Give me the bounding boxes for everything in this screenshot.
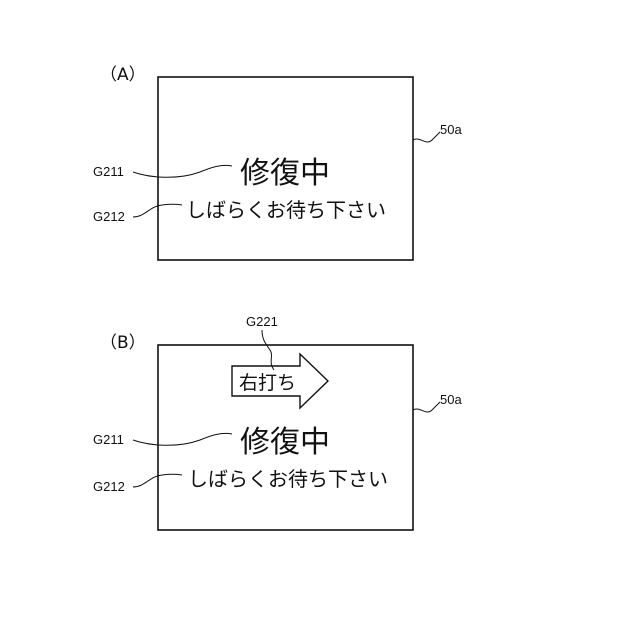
- panel-a-label: （A）: [100, 65, 146, 85]
- panel-b-screen-ref: 50a: [440, 392, 462, 407]
- panel-b-label: （B）: [100, 333, 146, 353]
- panel-b-title: 修復中: [240, 425, 330, 460]
- panel-a: （A） 50a 修復中 しばらくお待ち下さい G211 G212: [93, 65, 462, 260]
- panel-b: （B） 50a 右打ち G221 修復中 しばらくお待ち下さい G211 G21…: [93, 314, 462, 530]
- arrow-label: 右打ち: [239, 372, 296, 394]
- panel-b-arrow-leader: [262, 330, 274, 370]
- panel-a-message: しばらくお待ち下さい: [186, 198, 386, 222]
- panel-a-screen-ref: 50a: [440, 122, 462, 137]
- panel-b-title-ref: G211: [93, 432, 124, 447]
- panel-a-screen-leader: [413, 132, 440, 142]
- panel-b-arrow-ref: G221: [246, 314, 278, 329]
- panel-a-title-ref: G211: [93, 164, 124, 179]
- panel-a-title: 修復中: [240, 156, 330, 191]
- panel-a-message-ref: G212: [93, 209, 125, 224]
- panel-b-title-leader: [133, 433, 232, 445]
- panel-b-screen-leader: [413, 402, 440, 412]
- panel-a-title-leader: [133, 165, 232, 177]
- panel-b-message-ref: G212: [93, 479, 125, 494]
- panel-b-message: しばらくお待ち下さい: [188, 467, 388, 491]
